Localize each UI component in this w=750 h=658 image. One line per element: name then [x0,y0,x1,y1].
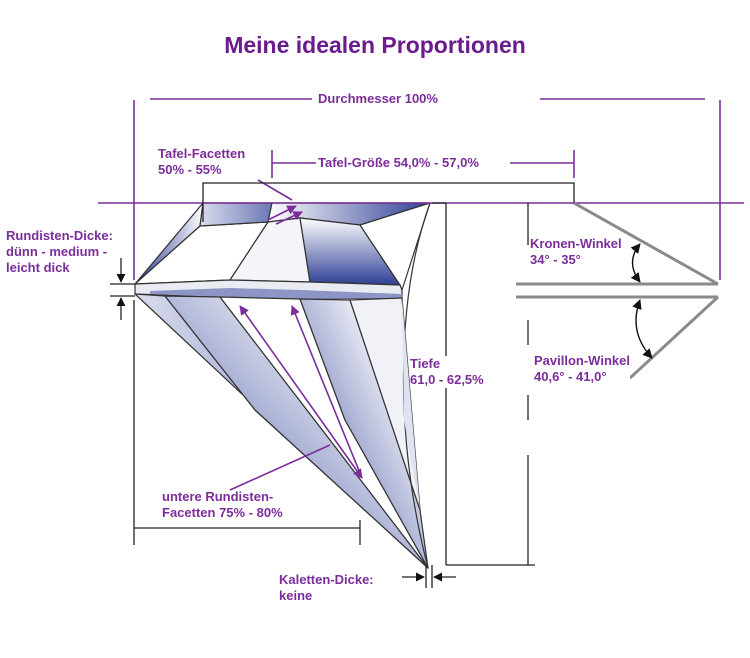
crown-angle-slope [573,201,719,286]
table-facets-arrow-1 [267,205,297,221]
crown-angle-line2: 34° - 35° [530,252,581,267]
culet-line2: keine [279,588,313,603]
pavilion-angle-line2: 40,6° - 41,0° [534,369,607,384]
depth-line2: 61,0 - 62,5% [410,372,484,387]
girdle-thickness-line1: Rundisten-Dicke: [6,228,113,243]
girdle-shade [150,288,402,299]
diamond-crown [134,202,431,291]
angle-arcs [630,243,653,359]
pavilion-angle-slope [628,295,720,380]
girdle-thickness-label: Rundisten-Dicke: dünn - medium - leicht … [6,228,113,276]
pavilion-angle-line1: Pavillon-Winkel [534,353,630,368]
pavilion-right-shade [402,298,420,510]
culet-line1: Kaletten-Dicke: [279,572,374,587]
culet-label: Kaletten-Dicke: keine [279,572,374,604]
table-facets-label: Tafel-Facetten 50% - 55% [158,146,245,178]
lower-girdle-arrow-1 [239,305,363,479]
lower-girdle-facets-line2: Facetten 75% - 80% [162,505,283,520]
lower-girdle-pointer [229,444,331,491]
table-facets-arrow-2 [275,211,303,225]
table-facets-label-line2: 50% - 55% [158,162,222,177]
pavilion-angle-label: Pavillon-Winkel 40,6° - 41,0° [534,353,630,385]
lower-girdle-facets-label: untere Rundisten- Facetten 75% - 80% [162,489,283,521]
crown-angle-label: Kronen-Winkel 34° - 35° [530,236,622,268]
girdle-thickness-line2: dünn - medium - [6,244,108,259]
purple-guides [98,98,744,491]
crown-star-facet-left [199,202,273,227]
depth-line1: Tiefe [410,356,441,371]
table-size-label: Tafel-Größe 54,0% - 57,0% [318,155,479,171]
lower-girdle-facets-line1: untere Rundisten- [162,489,274,504]
crown-angle-arc [630,243,641,283]
diameter-label: Durchmesser 100% [318,91,438,107]
table-outline [202,182,575,222]
crown-angle-line1: Kronen-Winkel [530,236,622,251]
depth-label: Tiefe 61,0 - 62,5% [410,356,484,388]
pavilion-angle-arc [632,299,653,359]
diamond-girdle [134,279,403,300]
table-facets-label-line1: Tafel-Facetten [158,146,246,161]
girdle-thickness-line3: leicht dick [6,260,70,275]
lower-girdle-arrow-2 [290,305,363,479]
angle-schematic [516,201,720,380]
page-title: Meine idealen Proportionen [224,32,526,58]
